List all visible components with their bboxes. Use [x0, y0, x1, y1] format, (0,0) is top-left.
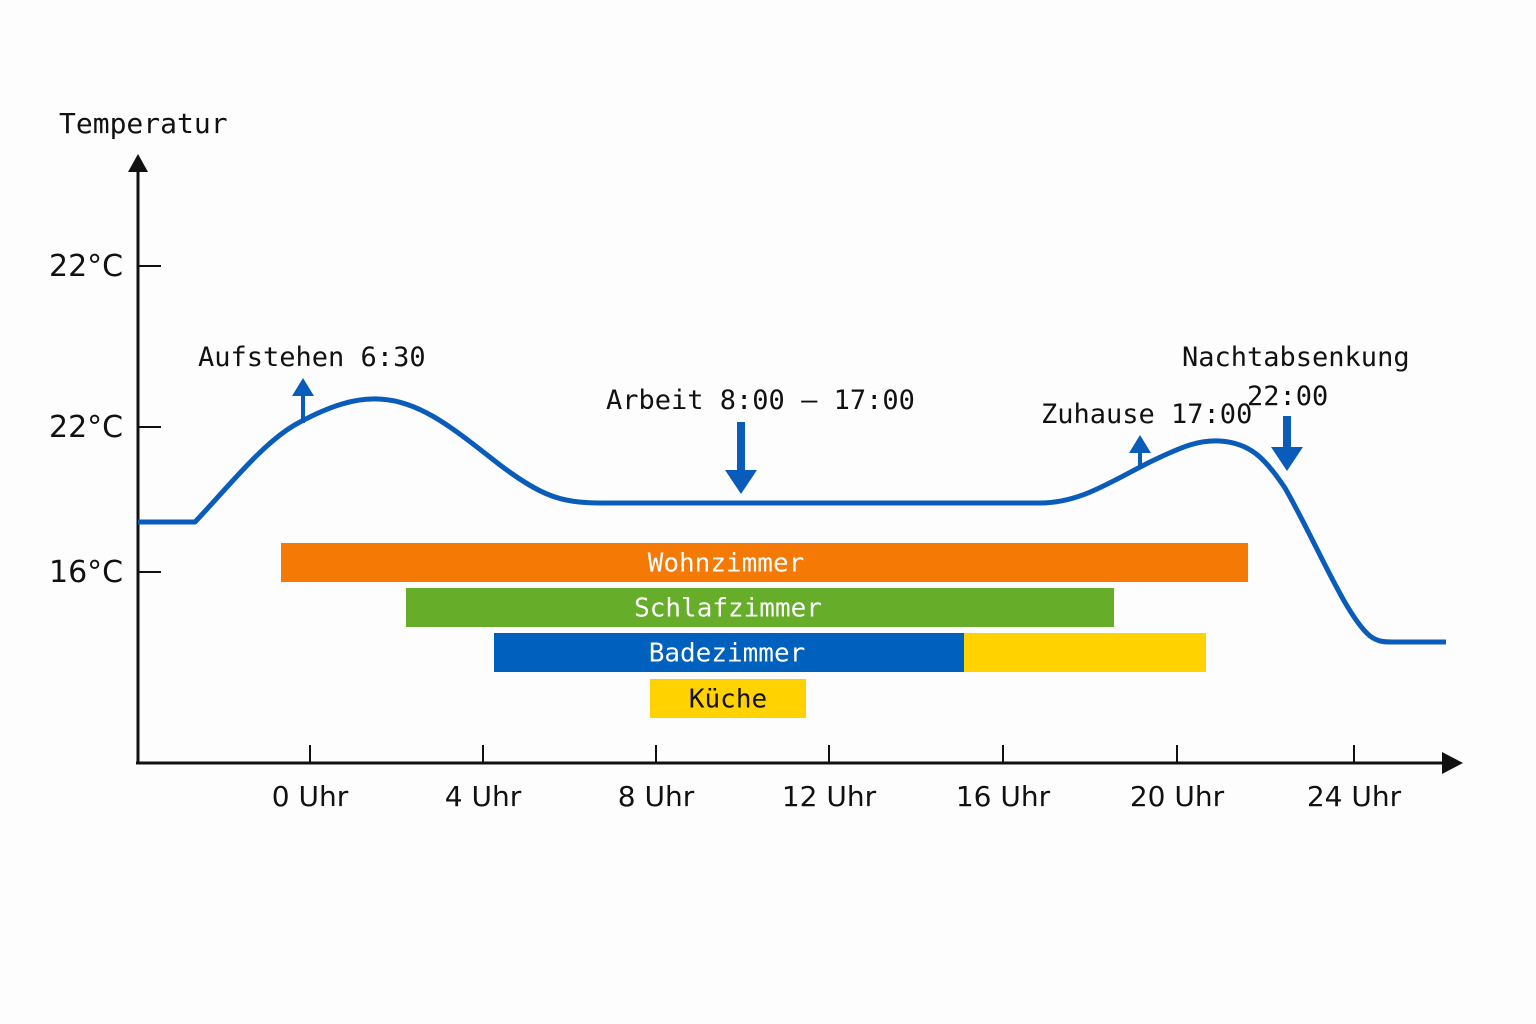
room-bar-badezimmer: [494, 633, 964, 672]
arrow-up-icon: [301, 395, 305, 423]
temperature-line: [138, 396, 1446, 645]
room-bar-label: Küche: [689, 685, 767, 715]
y-axis-ticks: 22°C 22°C 16°C: [49, 249, 161, 590]
annotation-label: Aufstehen 6:30: [198, 342, 426, 373]
arrow-down-icon: [1271, 447, 1303, 471]
x-axis-arrow-icon: [1442, 752, 1463, 774]
x-tick-label: 4 Uhr: [445, 780, 522, 813]
annotation-label: Zuhause 17:00: [1041, 399, 1252, 430]
arrow-up-icon: [292, 378, 314, 396]
arrow-up-icon: [1138, 452, 1142, 469]
room-bar-label: Schlafzimmer: [634, 594, 822, 624]
y-tick-label: 22°C: [49, 249, 123, 284]
arrow-down-icon: [737, 422, 745, 471]
room-bar-schlafzimmer: [406, 588, 1114, 627]
y-tick-label: 16°C: [49, 555, 123, 590]
x-tick-label: 0 Uhr: [272, 780, 349, 813]
y-axis-arrow-icon: [128, 154, 148, 172]
y-tick-label: 22°C: [49, 410, 123, 445]
room-bar-label: Wohnzimmer: [648, 549, 805, 579]
axes: [128, 154, 1463, 774]
room-bar-küche: [650, 679, 806, 718]
arrow-up-icon: [1129, 435, 1151, 453]
annotation-label: Arbeit 8:00 – 17:00: [606, 385, 915, 416]
annotation-label: Nachtabsenkung: [1182, 342, 1410, 373]
x-axis-ticks: 0 Uhr 4 Uhr 8 Uhr 12 Uhr 16 Uhr 20 Uhr 24 Uhr: [272, 745, 1402, 813]
room-bar-wohnzimmer: [281, 543, 1248, 582]
arrow-down-icon: [725, 470, 757, 494]
y-axis-title: Temperatur: [59, 107, 228, 140]
room-bar-extension: [964, 633, 1206, 672]
x-tick-label: 12 Uhr: [782, 780, 877, 813]
room-bar-label: Badezimmer: [649, 639, 806, 669]
x-tick-label: 8 Uhr: [618, 780, 695, 813]
x-tick-label: 20 Uhr: [1130, 780, 1225, 813]
arrow-down-icon: [1283, 416, 1291, 448]
x-tick-label: 24 Uhr: [1307, 780, 1402, 813]
temperature-curve: [138, 396, 1446, 645]
x-tick-label: 16 Uhr: [956, 780, 1051, 813]
annotation-label: 22:00: [1247, 381, 1328, 412]
